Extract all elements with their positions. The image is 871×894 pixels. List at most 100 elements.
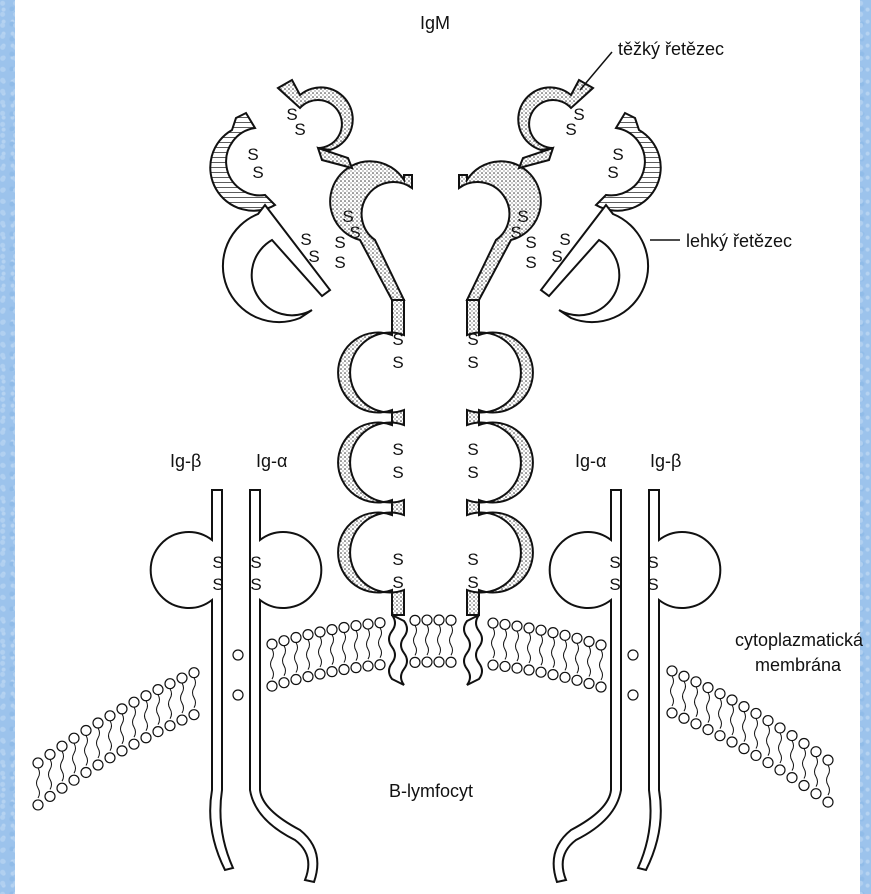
lipid-head <box>233 650 243 660</box>
lipid-tail <box>61 751 64 781</box>
lipid-head <box>69 733 79 743</box>
disulfide-s-label: S <box>647 575 658 594</box>
lipid-head <box>363 619 373 629</box>
lipid-head <box>763 758 773 768</box>
lipid-head <box>679 671 689 681</box>
lipid-head <box>715 731 725 741</box>
lipid-tail <box>295 643 298 673</box>
lipid-tail <box>564 640 567 670</box>
lipid-head <box>799 781 809 791</box>
lipid-head <box>500 619 510 629</box>
lipid-tail <box>719 699 722 729</box>
lipid-tail <box>540 635 543 665</box>
lipid-head <box>667 666 677 676</box>
ig-beta-right-label: Ig-β <box>650 452 681 470</box>
lipid-head <box>189 710 199 720</box>
disulfide-s-label: S <box>647 553 658 572</box>
lipid-head <box>434 657 444 667</box>
heavy-chain-pointer <box>580 52 612 90</box>
lipid-head <box>351 663 361 673</box>
lipid-tail <box>379 628 382 658</box>
lipid-head <box>375 660 385 670</box>
igm-label: IgM <box>420 14 450 32</box>
lipid-tail <box>827 765 830 795</box>
lipid-head <box>339 665 349 675</box>
lipid-tail <box>181 683 184 713</box>
lipid-head <box>267 639 277 649</box>
lipid-head <box>560 630 570 640</box>
disulfide-s-label: S <box>467 463 478 482</box>
lipid-head <box>129 739 139 749</box>
lipid-head <box>45 791 55 801</box>
disulfide-s-label: S <box>212 575 223 594</box>
lipid-tail <box>331 635 334 665</box>
lipid-head <box>596 640 606 650</box>
lipid-head <box>69 775 79 785</box>
lipid-tail <box>707 693 710 723</box>
disulfide-s-label: S <box>525 233 536 252</box>
lipid-head <box>165 679 175 689</box>
lipid-head <box>327 667 337 677</box>
lipid-head <box>703 683 713 693</box>
disulfide-s-label: S <box>392 440 403 459</box>
lipid-tail <box>791 741 794 771</box>
lipid-head <box>823 755 833 765</box>
lipid-head <box>303 630 313 640</box>
lipid-head <box>315 669 325 679</box>
lipid-head <box>81 767 91 777</box>
lipid-head <box>751 708 761 718</box>
lipid-head <box>410 657 420 667</box>
lipid-head <box>500 661 510 671</box>
lipid-head <box>775 723 785 733</box>
lipid-tail <box>588 647 591 677</box>
lipid-tail <box>271 649 274 679</box>
lipid-head <box>189 668 199 678</box>
lipid-head <box>488 618 498 628</box>
lipid-head <box>691 719 701 729</box>
lipid-head <box>105 753 115 763</box>
disulfide-s-label: S <box>565 120 576 139</box>
lipid-tail <box>815 757 818 787</box>
lipid-tail <box>576 643 579 673</box>
lipid-head <box>536 667 546 677</box>
disulfide-s-label: S <box>607 163 618 182</box>
ig-alpha-left-label: Ig-α <box>256 452 287 470</box>
lipid-tail <box>343 633 346 663</box>
ig-beta-left-label: Ig-β <box>170 452 201 470</box>
disulfide-s-label: S <box>392 550 403 569</box>
lipid-head <box>279 678 289 688</box>
disulfide-s-label: S <box>609 575 620 594</box>
lipid-tail <box>731 705 734 735</box>
lipid-head <box>512 663 522 673</box>
lipid-head <box>524 665 534 675</box>
lipid-head <box>291 675 301 685</box>
lipid-head <box>703 725 713 735</box>
lipid-head <box>787 773 797 783</box>
disulfide-s-label: S <box>525 253 536 272</box>
ig-beta-right-chain <box>638 490 720 870</box>
lipid-tail <box>49 759 52 789</box>
lipid-head <box>739 702 749 712</box>
disulfide-s-label: S <box>510 223 521 242</box>
lipid-head <box>363 661 373 671</box>
lipid-head <box>548 628 558 638</box>
lipid-tail <box>671 676 674 706</box>
disulfide-s-label: S <box>308 247 319 266</box>
disulfide-s-label: S <box>247 145 258 164</box>
lipid-head <box>105 711 115 721</box>
lipid-head <box>351 621 361 631</box>
lipid-head <box>57 783 67 793</box>
lipid-tail <box>73 743 76 773</box>
lipid-tail <box>779 733 782 763</box>
lipid-head <box>81 725 91 735</box>
lipid-head <box>446 615 456 625</box>
disulfide-s-label: S <box>467 353 478 372</box>
lipid-tail <box>743 712 746 742</box>
lipid-tail <box>37 768 40 798</box>
disulfide-s-label: S <box>334 253 345 272</box>
disulfide-s-label: S <box>467 440 478 459</box>
lipid-head <box>279 636 289 646</box>
disulfide-s-label: S <box>392 330 403 349</box>
lipid-tail <box>133 707 136 737</box>
lipid-tail <box>109 721 112 751</box>
